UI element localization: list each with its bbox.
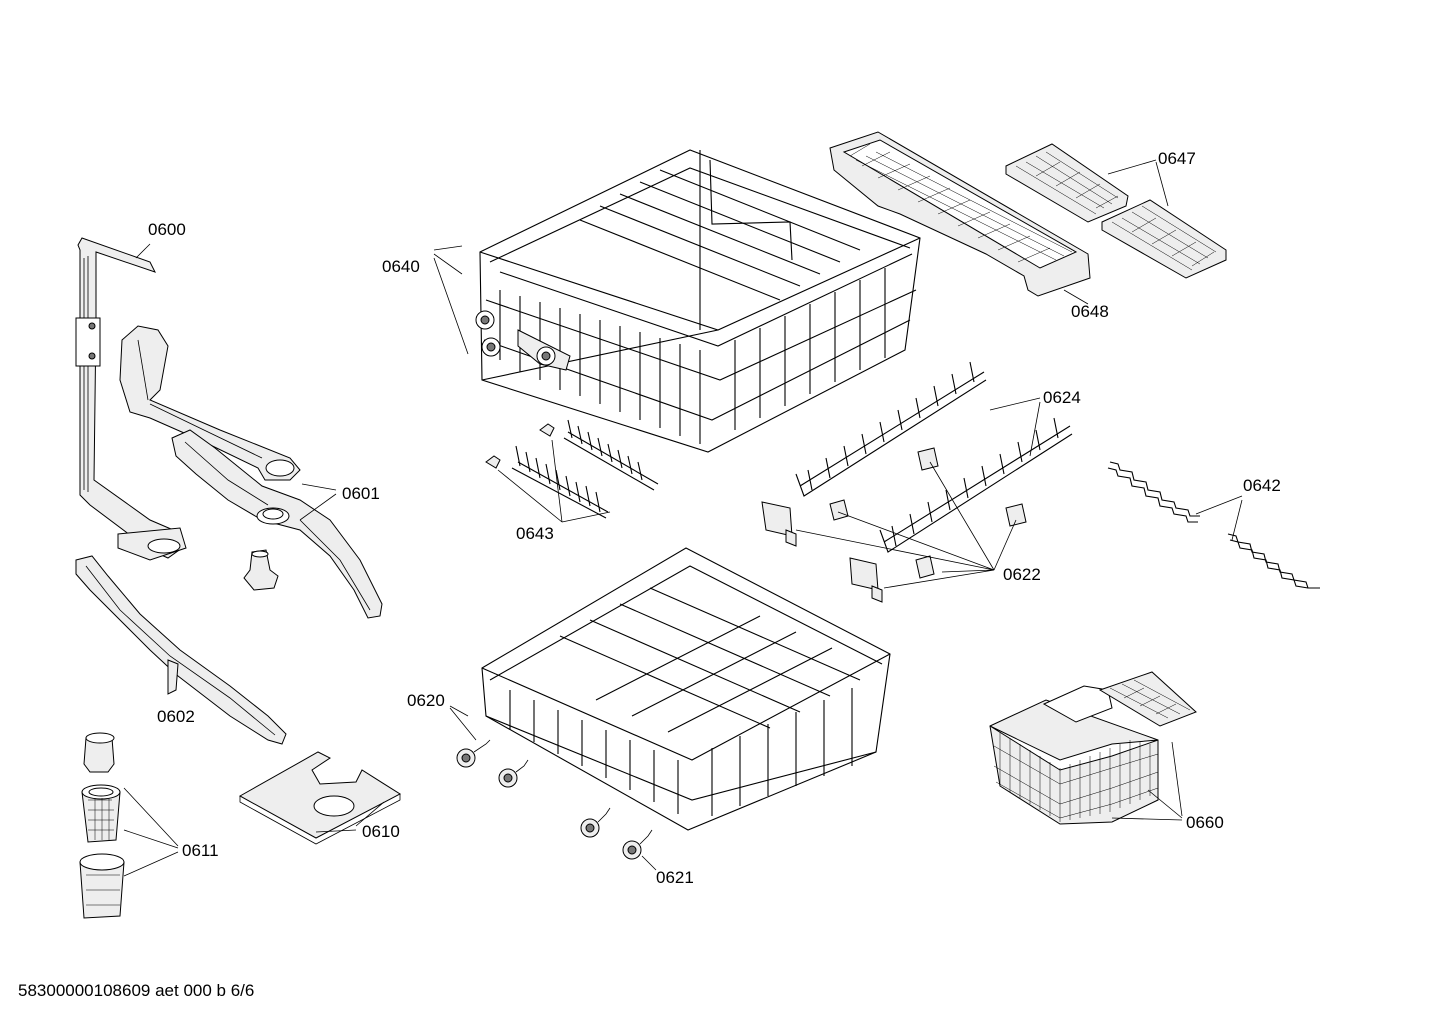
clip-parts [761, 447, 1027, 603]
label-0610: 0610 [362, 822, 400, 841]
leader-lines [123, 159, 1243, 877]
label-0600: 0600 [148, 220, 186, 239]
zigzag-rack-parts [1107, 461, 1320, 589]
label-0660: 0660 [1186, 813, 1224, 832]
part-number-labels: 0600 0640 0601 0643 0602 0620 0610 0611 … [148, 149, 1281, 887]
label-0621: 0621 [656, 868, 694, 887]
cutlery-tray-part [829, 131, 1091, 297]
label-0648: 0648 [1071, 302, 1109, 321]
spray-arm-part [75, 555, 287, 745]
upper-spray-arm-part [119, 325, 301, 481]
basket-wheel-parts [456, 739, 653, 860]
fold-rack-parts [1005, 143, 1227, 279]
lower-basket-part [481, 547, 891, 831]
supply-pipe-part [75, 237, 187, 561]
label-0643: 0643 [516, 524, 554, 543]
tine-rack-parts [795, 361, 1073, 553]
label-0647: 0647 [1158, 149, 1196, 168]
filter-parts [79, 732, 125, 919]
label-0611: 0611 [182, 841, 219, 860]
label-0601: 0601 [342, 484, 380, 503]
label-0620: 0620 [407, 691, 445, 710]
document-code: 58300000108609 aet 000 b 6/6 [18, 981, 255, 1000]
label-0624: 0624 [1043, 388, 1081, 407]
label-0640: 0640 [382, 257, 420, 276]
tine-row-parts [485, 419, 659, 519]
label-0622: 0622 [1003, 565, 1041, 584]
filter-plate-part [238, 751, 402, 845]
spray-arm-hub-part [243, 549, 279, 591]
upper-basket-part [475, 149, 921, 453]
label-0642: 0642 [1243, 476, 1281, 495]
cutlery-basket-part [989, 671, 1197, 825]
lower-spray-arm-part [171, 429, 383, 619]
label-0602: 0602 [157, 707, 195, 726]
